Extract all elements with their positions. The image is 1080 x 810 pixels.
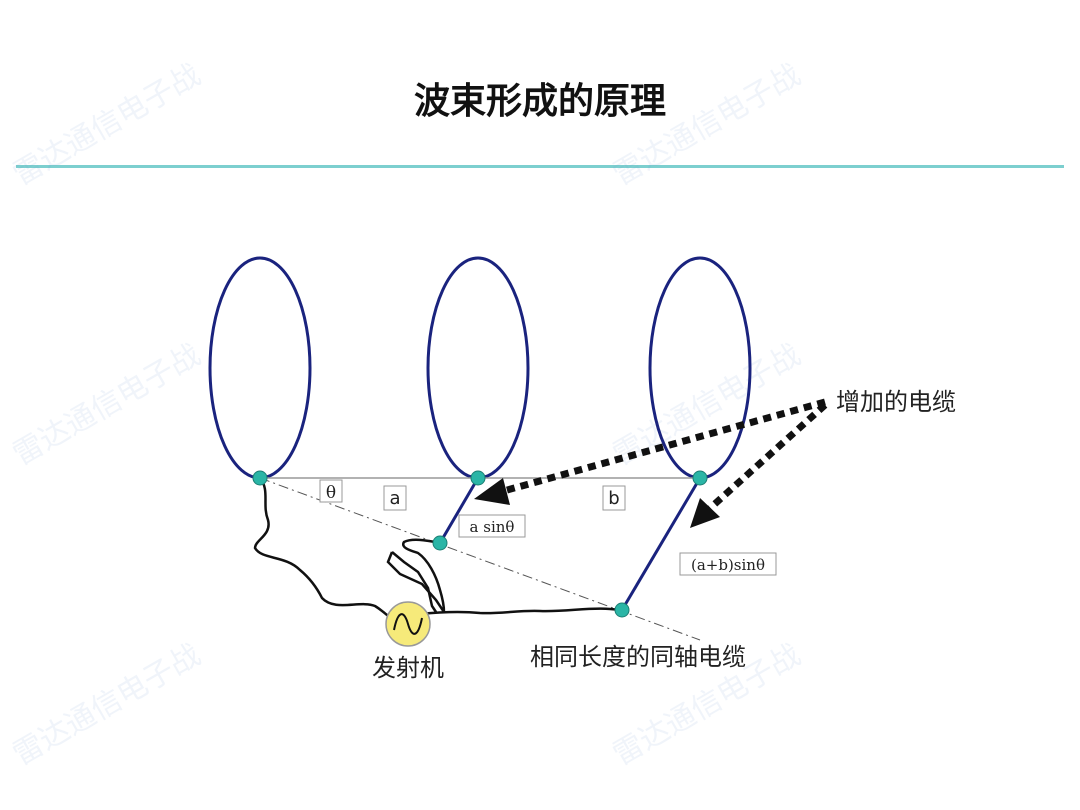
delay-a-box [458, 514, 526, 538]
added-cable-label: 增加的电缆 [836, 388, 956, 416]
coax-cable-2c [391, 551, 438, 613]
feed-node-2 [470, 470, 486, 486]
antenna-loop-3 [648, 256, 752, 480]
antenna-loop-2 [426, 256, 530, 480]
delay-ab-label: (a+b)sinθ [691, 556, 765, 574]
arrowhead-a [474, 478, 510, 505]
equal-cable-label: 相同长度的同轴电缆 [530, 643, 746, 671]
arrowhead-ab [690, 498, 720, 528]
arrow-to-cable-ab [705, 402, 828, 513]
delay-ab-box [679, 552, 777, 576]
transmitter-label: 发射机 [372, 654, 444, 682]
theta-label-box [319, 479, 343, 503]
feed-node-3 [692, 470, 708, 486]
theta-label: θ [326, 483, 336, 503]
wavefront-line [259, 477, 701, 641]
extra-cable-a [438, 477, 480, 544]
coax-cable-2b [386, 551, 446, 613]
coax-cable-2 [401, 538, 446, 613]
spacing-b-box [602, 485, 626, 511]
coax-cable-3 [419, 607, 623, 616]
extra-cable-ab [620, 477, 702, 611]
spacing-a-label: a [389, 488, 400, 509]
arrow-to-cable-a [499, 398, 826, 496]
delay-a-label: a sinθ [470, 518, 515, 536]
cable-node-ab [614, 602, 630, 618]
title-divider [16, 165, 1064, 168]
spacing-b-label: b [608, 488, 619, 509]
page-title: 波束形成的原理 [413, 81, 666, 122]
feed-node-1 [252, 470, 268, 486]
spacing-a-box [383, 485, 407, 511]
sine-wave-icon [393, 613, 423, 635]
antenna-loop-1 [208, 256, 312, 480]
coax-cable-1 [253, 477, 403, 626]
cable-node-a [432, 535, 448, 551]
